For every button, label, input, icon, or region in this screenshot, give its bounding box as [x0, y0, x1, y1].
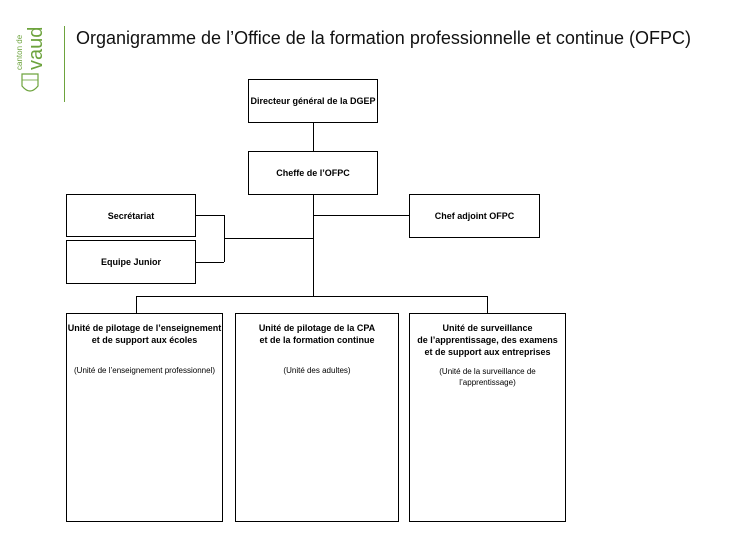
connector-units-horizontal	[136, 296, 488, 297]
box-deputy: Chef adjoint OFPC	[409, 194, 540, 238]
box-junior: Equipe Junior	[66, 240, 196, 284]
connector-staff-trunk	[224, 238, 313, 239]
logo-text-canton: canton de	[15, 34, 24, 70]
shield-icon	[21, 73, 39, 92]
unit-schools-title: Unité de pilotage de l’enseignement et d…	[67, 323, 222, 345]
logo-divider	[64, 26, 65, 102]
box-unit-adults: Unité de pilotage de la CPA et de la for…	[235, 313, 399, 522]
unit-apprenticeship-title: Unité de surveillance de l’apprentissage…	[417, 323, 558, 357]
connector-director-head	[313, 123, 314, 151]
unit-apprenticeship-subtitle: (Unité de la surveillance de l’apprentis…	[439, 367, 536, 387]
connector-unit-1	[136, 296, 137, 313]
box-secretariat: Secrétariat	[66, 194, 196, 237]
connector-staff-vertical	[224, 215, 225, 262]
box-director: Directeur général de la DGEP	[248, 79, 378, 123]
connector-deputy	[313, 215, 409, 216]
unit-adults-subtitle: (Unité des adultes)	[283, 366, 351, 375]
box-head: Cheffe de l’OFPC	[248, 151, 378, 195]
logo-text-vaud: vaud	[25, 27, 47, 70]
connector-head-trunk	[313, 195, 314, 296]
box-unit-apprenticeship: Unité de surveillance de l’apprentissage…	[409, 313, 566, 522]
connector-secretariat	[196, 215, 224, 216]
box-secretariat-label: Secrétariat	[107, 210, 155, 221]
unit-adults-title: Unité de pilotage de la CPA et de la for…	[258, 323, 376, 345]
connector-junior	[196, 262, 224, 263]
box-unit-schools: Unité de pilotage de l’enseignement et d…	[66, 313, 223, 522]
page-title: Organigramme de l’Office de la formation…	[76, 28, 691, 48]
box-director-label: Directeur général de la DGEP	[250, 96, 376, 106]
box-junior-label: Equipe Junior	[100, 257, 161, 267]
unit-schools-subtitle: (Unité de l’enseignement professionnel)	[74, 366, 215, 375]
canton-de-vaud-logo: canton de vaud	[15, 27, 47, 92]
box-deputy-label: Chef adjoint OFPC	[434, 211, 515, 221]
box-head-label: Cheffe de l’OFPC	[276, 168, 350, 178]
connector-unit-3	[487, 296, 488, 313]
